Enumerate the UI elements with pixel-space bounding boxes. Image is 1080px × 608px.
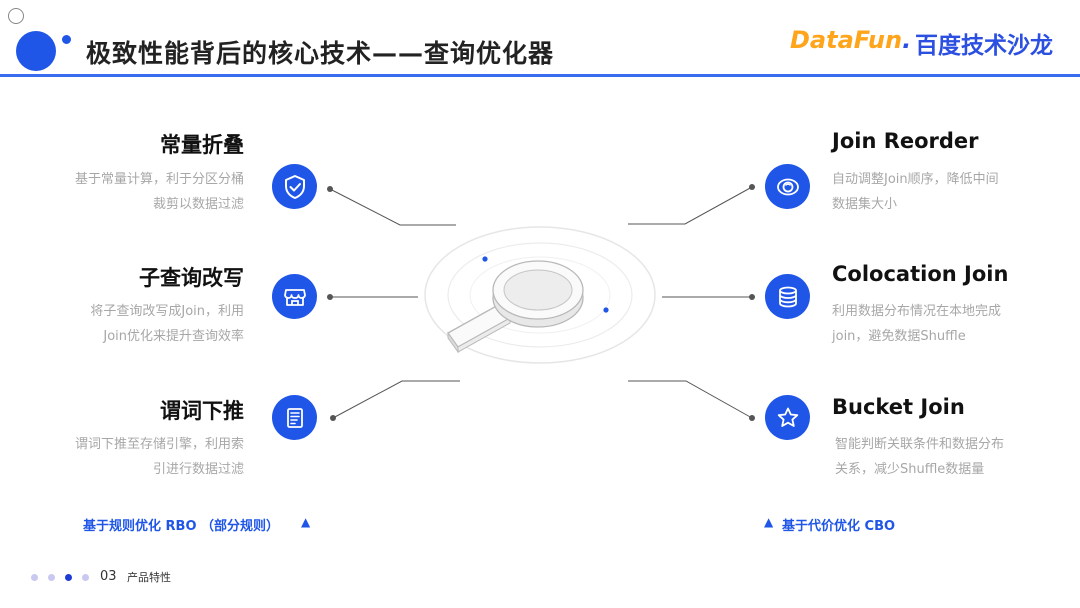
feature-title-subquery-rewrite: 子查询改写 [139,266,244,290]
feature-title-join-reorder: Join Reorder [832,129,979,153]
feature-desc-constant-folding: 基于常量计算，利于分区分桶 裁剪以数据过滤 [44,167,244,217]
storefront-icon [272,274,317,319]
datafun-logo-text: DataFun [790,26,903,54]
ring-outer [424,226,656,364]
cbo-caption: 基于代价优化 CBO [782,519,896,534]
feature-desc-predicate-pushdown: 谓词下推至存储引擎，利用索 引进行数据过滤 [44,432,244,482]
triangle-up-icon: ▲ [764,515,774,529]
datafun-logo: DataFun. [790,26,911,54]
desc-line: 基于常量计算，利于分区分桶 [74,172,244,187]
feature-title-bucket-join: Bucket Join [832,395,965,419]
baidu-salon-logo: 百度技术沙龙 [915,33,1053,59]
document-list-icon [272,395,317,440]
header-divider [0,74,1080,77]
feature-title-constant-folding: 常量折叠 [160,133,244,157]
connector-end-dots [327,184,755,421]
desc-line: 数据集大小 [832,197,898,212]
ring-inner [469,256,611,334]
database-icon [765,274,810,319]
datafun-logo-dot: . [902,26,912,54]
ring-middle [447,242,633,348]
right-connectors [628,186,753,419]
desc-line: 自动调整Join顺序，降低中间 [832,172,999,187]
magnifier-icon [447,260,584,354]
page-indicator-dot[interactable] [31,574,38,581]
accent-dot [482,256,488,262]
desc-line: 关系，减少Shuffle数据量 [835,462,985,477]
page-title: 极致性能背后的核心技术——查询优化器 [86,39,555,68]
feature-desc-subquery-rewrite: 将子查询改写成Join，利用 Join优化来提升查询效率 [44,299,244,349]
desc-line: 智能判断关联条件和数据分布 [835,437,1005,452]
triangle-up-icon: ▲ [301,515,311,529]
star-icon [765,395,810,440]
decor-circle-large [16,31,56,71]
shield-check-icon [272,164,317,209]
page-indicator-dot[interactable] [48,574,55,581]
decor-circle-small [62,35,71,44]
eye-icon [765,164,810,209]
desc-line: 将子查询改写成Join，利用 [90,304,244,319]
desc-line: 利用数据分布情况在本地完成 [832,304,1002,319]
accent-dot [603,307,609,313]
desc-line: join，避免数据Shuffle [832,329,966,344]
page-indicator-dot[interactable] [82,574,89,581]
desc-line: 谓词下推至存储引擎，利用索 [74,437,244,452]
feature-title-colocation-join: Colocation Join [832,262,1009,286]
rbo-caption: 基于规则优化 RBO （部分规则） [83,519,280,534]
section-label: 产品特性 [127,571,171,584]
decor-ring [8,8,24,24]
page-number: 03 [100,569,117,584]
feature-desc-join-reorder: 自动调整Join顺序，降低中间 数据集大小 [832,167,1032,217]
desc-line: 引进行数据过滤 [152,462,244,477]
left-connectors [329,188,460,419]
feature-title-predicate-pushdown: 谓词下推 [160,399,244,423]
page-indicator-dot-active[interactable] [65,574,72,581]
feature-desc-bucket-join: 智能判断关联条件和数据分布 关系，减少Shuffle数据量 [835,432,1035,482]
desc-line: 裁剪以数据过滤 [152,197,244,212]
feature-desc-colocation-join: 利用数据分布情况在本地完成 join，避免数据Shuffle [832,299,1032,349]
desc-line: Join优化来提升查询效率 [103,329,244,344]
